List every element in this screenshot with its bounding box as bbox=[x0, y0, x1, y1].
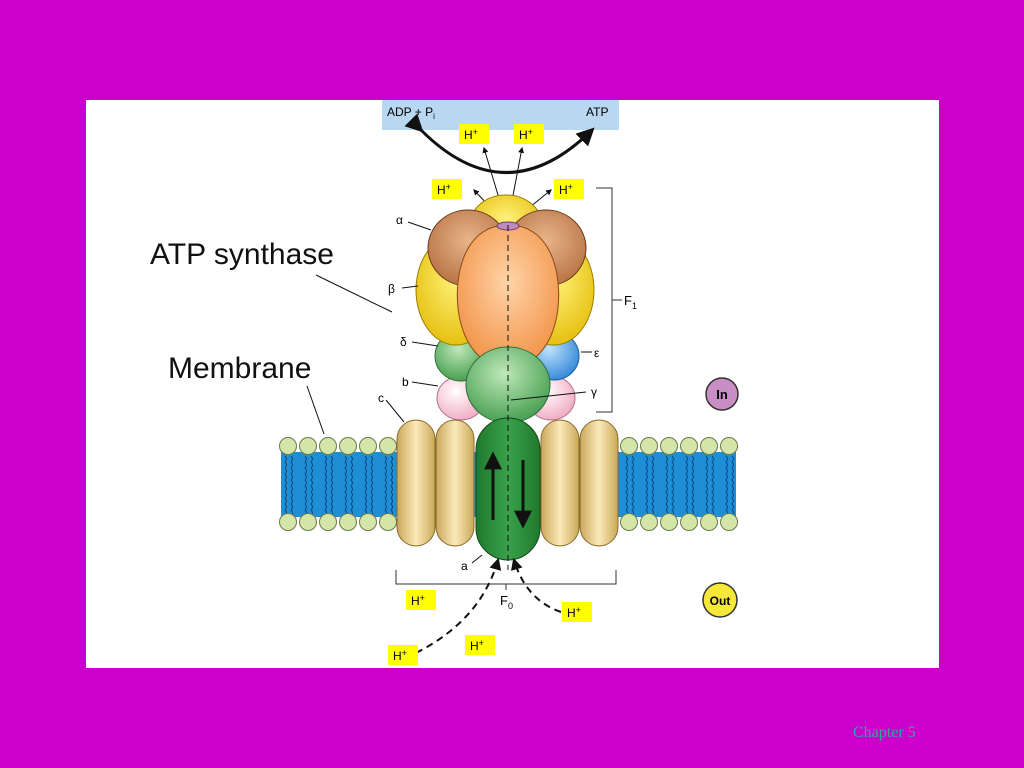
lipid-head bbox=[720, 437, 738, 455]
adp-label: ADP + Pi bbox=[387, 105, 435, 121]
label-beta: β bbox=[388, 282, 395, 296]
svg-text:H+: H+ bbox=[519, 127, 533, 142]
svg-text:H+: H+ bbox=[437, 182, 451, 197]
f1-bracket bbox=[596, 187, 613, 413]
lipid-head bbox=[359, 513, 377, 531]
lipid-head bbox=[279, 437, 297, 455]
lipid-head bbox=[379, 437, 397, 455]
label-delta: δ bbox=[400, 335, 407, 349]
svg-text:H+: H+ bbox=[393, 648, 407, 663]
diagram-panel: ADP + Pi ATP H+ H+ H+ bbox=[86, 100, 939, 668]
proton-badge: H+ bbox=[459, 124, 489, 144]
lipid-head bbox=[660, 437, 678, 455]
subunit-c bbox=[396, 419, 436, 547]
lipid-head bbox=[319, 513, 337, 531]
lipid-head bbox=[299, 513, 317, 531]
lipid-head bbox=[299, 437, 317, 455]
svg-text:In: In bbox=[716, 387, 728, 402]
svg-text:Out: Out bbox=[710, 594, 731, 608]
proton-badge: H+ bbox=[554, 179, 584, 199]
membrane-label: Membrane bbox=[168, 352, 312, 385]
lipid-head bbox=[700, 437, 718, 455]
atp-synthase-diagram: ADP + Pi ATP H+ H+ H+ bbox=[279, 100, 739, 665]
label-a: a bbox=[461, 559, 468, 573]
lipid-head bbox=[319, 437, 337, 455]
atp-synthase-label: ATP synthase bbox=[150, 238, 334, 271]
lipid-head bbox=[339, 513, 357, 531]
lipid-head bbox=[379, 513, 397, 531]
lipid-head bbox=[680, 437, 698, 455]
svg-text:H+: H+ bbox=[559, 182, 573, 197]
proton-badge: H+ bbox=[432, 179, 462, 199]
lipid-head bbox=[640, 513, 658, 531]
proton-badge: H+ bbox=[465, 635, 495, 655]
proton-badge: H+ bbox=[514, 124, 544, 144]
svg-text:H+: H+ bbox=[411, 593, 425, 608]
label-c: c bbox=[378, 391, 384, 405]
subunit-c bbox=[540, 419, 580, 547]
footer-chapter: Chapter 5 bbox=[853, 724, 916, 741]
rotation-arrows bbox=[484, 451, 532, 529]
label-epsilon: ε bbox=[594, 346, 600, 360]
f0-bracket bbox=[395, 570, 617, 585]
f0-label: F0 bbox=[500, 593, 513, 611]
outside-badge: Out bbox=[702, 582, 738, 618]
lipid-head bbox=[620, 513, 638, 531]
lipid-head bbox=[660, 513, 678, 531]
atp-synthase-leader bbox=[315, 274, 393, 313]
lipid-head bbox=[640, 437, 658, 455]
svg-text:H+: H+ bbox=[470, 638, 484, 653]
subunit-c bbox=[579, 419, 619, 547]
synthesis-arrow bbox=[404, 113, 595, 174]
label-gamma: γ bbox=[591, 385, 597, 399]
bottom-proton-paths bbox=[415, 557, 562, 654]
label-alpha: α bbox=[396, 213, 403, 227]
lipid-head bbox=[279, 513, 297, 531]
proton-badge: H+ bbox=[388, 645, 418, 665]
atp-label: ATP bbox=[586, 105, 608, 119]
proton-badge: H+ bbox=[562, 602, 592, 622]
lipid-head bbox=[720, 513, 738, 531]
lipid-head bbox=[620, 437, 638, 455]
svg-text:H+: H+ bbox=[567, 605, 581, 620]
lipid-head bbox=[339, 437, 357, 455]
subunit-c bbox=[435, 419, 475, 547]
membrane-leader bbox=[306, 385, 325, 435]
svg-text:H+: H+ bbox=[464, 127, 478, 142]
lipid-head bbox=[680, 513, 698, 531]
proton-badge: H+ bbox=[406, 590, 436, 610]
inside-badge: In bbox=[705, 377, 739, 411]
f1-label: F1 bbox=[624, 293, 637, 311]
lipid-head bbox=[359, 437, 377, 455]
lipid-head bbox=[700, 513, 718, 531]
subunit-leaders bbox=[385, 221, 592, 564]
label-b: b bbox=[402, 375, 409, 389]
